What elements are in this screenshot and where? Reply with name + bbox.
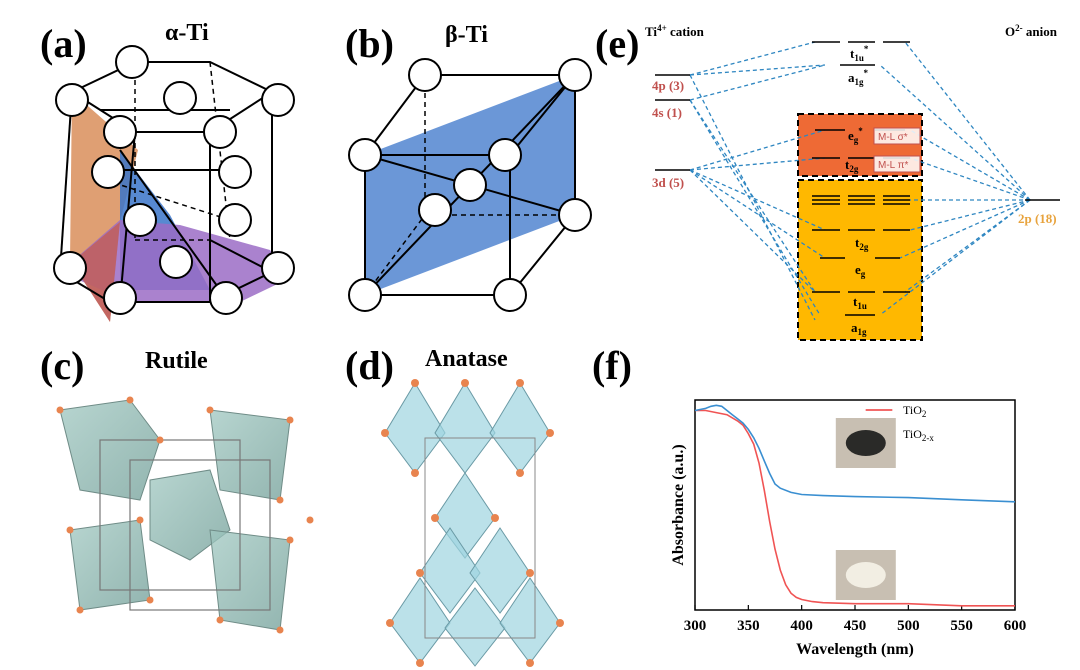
mo-energy-diagram: Ti4+ cation O2- anion 4p (3) 4s (1)	[645, 23, 1060, 341]
level-4s-label: 4s (1)	[652, 105, 682, 120]
mo-t2g-star: t2g	[845, 157, 859, 174]
mo-a1g-star: a1g*	[848, 68, 869, 87]
x-tick-label: 450	[844, 618, 867, 634]
panel-b-label: (b)	[345, 21, 394, 66]
o-anion-header: O2- anion	[1005, 23, 1058, 39]
ml-sigma-tag: M-L σ*	[878, 132, 908, 143]
level-4p-label: 4p (3)	[652, 78, 684, 93]
mo-t1u: t1u	[853, 294, 867, 311]
series-line-TiO-2	[695, 409, 1015, 607]
x-tick-label: 500	[897, 618, 920, 634]
bonding-box	[797, 179, 923, 341]
mo-eg-star: eg*	[848, 126, 863, 145]
ti-cation-header: Ti4+ cation	[645, 23, 705, 39]
panel-c-label: (c)	[40, 343, 85, 388]
level-3d-label: 3d (5)	[652, 175, 684, 190]
x-tick-label: 400	[790, 618, 813, 634]
panel-c-title: Rutile	[145, 348, 208, 374]
panel-e-label: (e)	[595, 21, 640, 66]
legend-label: TiO2-x	[903, 427, 934, 443]
panel-a-label: (a)	[40, 21, 87, 66]
mo-a1g: a1g	[851, 320, 867, 337]
panel-f-label: (f)	[592, 343, 632, 388]
ml-pi-tag: M-L π*	[878, 160, 909, 171]
panel-d-label: (d)	[345, 343, 394, 388]
x-tick-label: 550	[950, 618, 973, 634]
y-axis-label: Absorbance (a.u.)	[670, 444, 687, 565]
ml-pi-tag-box	[873, 155, 921, 173]
ml-sigma-tag-box	[873, 127, 921, 145]
x-tick-label: 300	[684, 618, 707, 634]
level-2p-label: 2p (18)	[1018, 211, 1057, 226]
x-tick-label: 600	[1004, 618, 1027, 634]
panel-b-title: β-Ti	[445, 22, 488, 48]
x-tick-label: 350	[737, 618, 760, 634]
mo-eg: eg	[855, 262, 866, 279]
legend-label: TiO2	[903, 403, 926, 419]
panel-d-title: Anatase	[425, 346, 508, 372]
anatase-structure	[381, 379, 564, 667]
white-powder-sample	[845, 562, 886, 588]
panel-a-title: α-Ti	[165, 20, 209, 46]
beta-ti-bcc-structure	[348, 58, 592, 312]
alpha-ti-hcp-structure	[53, 45, 295, 322]
rutile-structure	[56, 396, 314, 634]
mo-t2g: t2g	[855, 235, 869, 252]
mo-t1u-star: t1u*	[850, 44, 869, 63]
dark-powder-sample	[845, 430, 886, 456]
orbital-connections	[689, 41, 1031, 321]
series-line-TiO-2-x	[694, 404, 1016, 503]
x-axis-label: Wavelength (nm)	[796, 641, 914, 658]
